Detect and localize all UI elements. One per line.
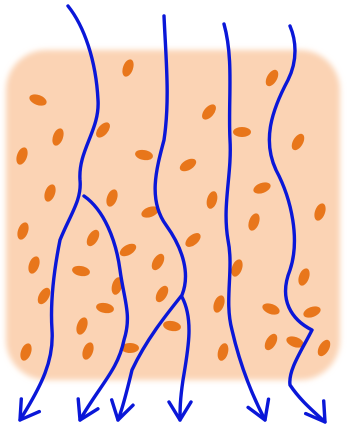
particle (233, 127, 251, 137)
